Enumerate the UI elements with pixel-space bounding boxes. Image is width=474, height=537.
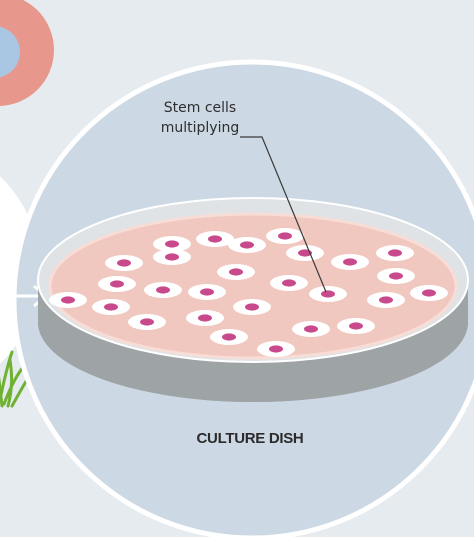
stem-cell-icon	[266, 228, 304, 244]
stem-cell-icon	[292, 321, 330, 337]
stem-cell-icon	[337, 318, 375, 334]
annotation-label: Stem cells multiplying	[150, 98, 250, 138]
stem-cell-icon	[217, 264, 255, 280]
stem-cell-icon	[270, 275, 308, 291]
stem-cell-icon	[188, 284, 226, 300]
stem-cell-icon	[309, 286, 347, 302]
stem-cell-icon	[153, 236, 191, 252]
stem-cell-icon	[210, 329, 248, 345]
stem-cell-icon	[367, 292, 405, 308]
stem-cell-icon	[228, 237, 266, 253]
annotation-line-1: Stem cells	[150, 98, 250, 118]
dish-label: CULTURE DISH	[150, 430, 350, 447]
stem-cell-icon	[286, 245, 324, 261]
stem-cell-icon	[92, 299, 130, 315]
stem-cell-icon	[331, 254, 369, 270]
stem-cell-icon	[257, 341, 295, 357]
stem-cell-icon	[377, 268, 415, 284]
stem-cell-icon	[98, 276, 136, 292]
stem-cell-icon	[186, 310, 224, 326]
stem-cell-icon	[49, 292, 87, 308]
stem-cell-icon	[233, 299, 271, 315]
stem-cell-icon	[128, 314, 166, 330]
stem-cell-icon	[144, 282, 182, 298]
stem-cell-icon	[376, 245, 414, 261]
annotation-line-2: multiplying	[150, 118, 250, 138]
stem-cell-icon	[410, 285, 448, 301]
stem-cell-icon	[105, 255, 143, 271]
